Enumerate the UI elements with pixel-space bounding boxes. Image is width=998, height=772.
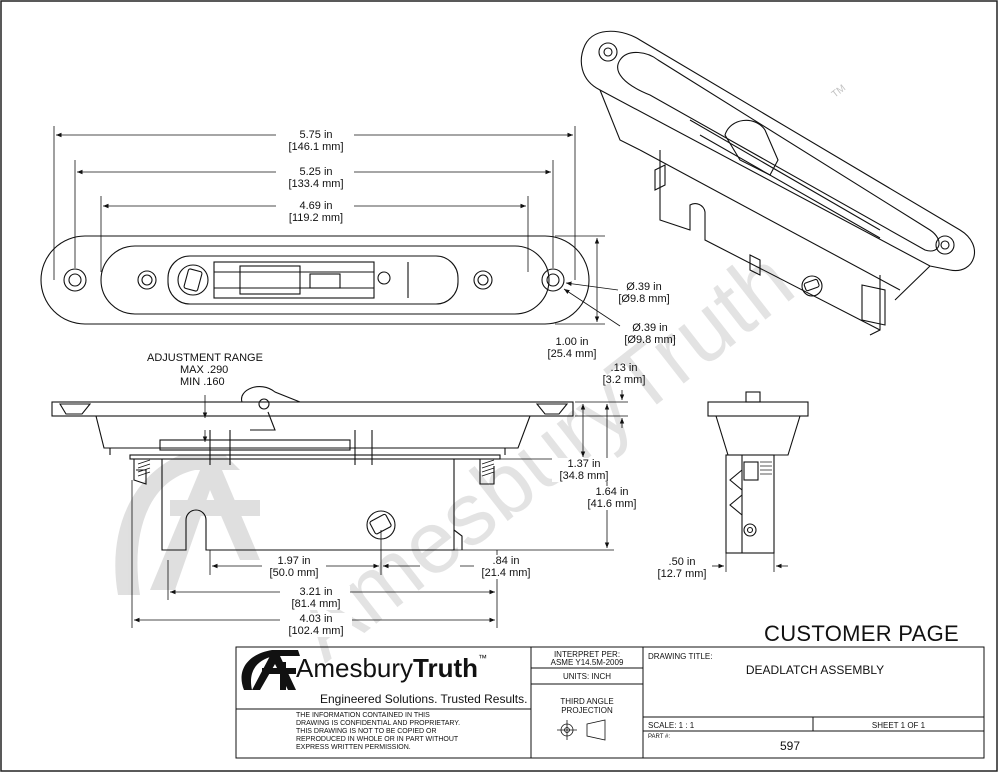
dim-top-holes: 5.25 in[133.4 mm] (278, 166, 354, 190)
dim-top-overall: 5.75 in[146.1 mm] (278, 129, 354, 153)
front-dimensions (131, 390, 628, 628)
dim-hole-dia-2: Ø.39 in[Ø9.8 mm] (624, 322, 676, 346)
interpret-label: INTERPRET PER: (553, 650, 621, 659)
dim-right-offset: .84 in[21.4 mm] (474, 555, 538, 579)
top-dimensions (53, 126, 621, 327)
units-label: UNITS: INCH (563, 672, 611, 681)
page-label: CUSTOMER PAGE (764, 621, 960, 646)
dim-body-length-1: 3.21 in[81.4 mm] (282, 586, 350, 610)
title-block-lines (235, 646, 985, 759)
dim-body-length-2: 4.03 in[102.4 mm] (280, 613, 352, 637)
brand-name: AmesburyTruth™ (296, 653, 488, 683)
confidential-notice: THE INFORMATION CONTAINED IN THIS DRAWIN… (296, 712, 461, 751)
side-view (707, 391, 809, 554)
watermark-logo (115, 455, 260, 595)
projection-label: THIRD ANGLE PROJECTION (560, 697, 614, 715)
side-dimensions (712, 553, 788, 572)
dim-face-height: 1.00 in[25.4 mm] (540, 336, 604, 360)
brand-tagline: Engineered Solutions. Trusted Results. (320, 692, 528, 706)
dim-side-width: .50 in[12.7 mm] (657, 556, 707, 580)
dim-backset: 1.97 in[50.0 mm] (262, 555, 326, 579)
brand-logo-mark (241, 650, 300, 690)
drawing-title-label: DRAWING TITLE: (648, 652, 713, 661)
top-view (40, 235, 590, 325)
isometric-view (580, 30, 976, 336)
part-number: 597 (779, 739, 801, 753)
interpret-value: ASME Y14.5M-2009 (550, 658, 624, 667)
dim-depth-1: 1.37 in[34.8 mm] (552, 458, 616, 482)
dim-hole-dia-1: Ø.39 in[Ø9.8 mm] (618, 281, 670, 305)
adjustment-range-note: ADJUSTMENT RANGE MAX .290 MIN .160 (147, 352, 263, 388)
dim-depth-2: 1.64 in[41.6 mm] (580, 486, 644, 510)
dim-flange-thickness: .13 in[3.2 mm] (602, 362, 646, 386)
scale-label: SCALE: 1 : 1 (648, 721, 695, 730)
part-label: PART #: (648, 734, 671, 740)
sheet-label: SHEET 1 OF 1 (871, 721, 926, 730)
drawing-title: DEADLATCH ASSEMBLY (745, 663, 885, 677)
dim-top-inner: 4.69 in[119.2 mm] (278, 200, 354, 224)
projection-symbol (557, 719, 606, 741)
